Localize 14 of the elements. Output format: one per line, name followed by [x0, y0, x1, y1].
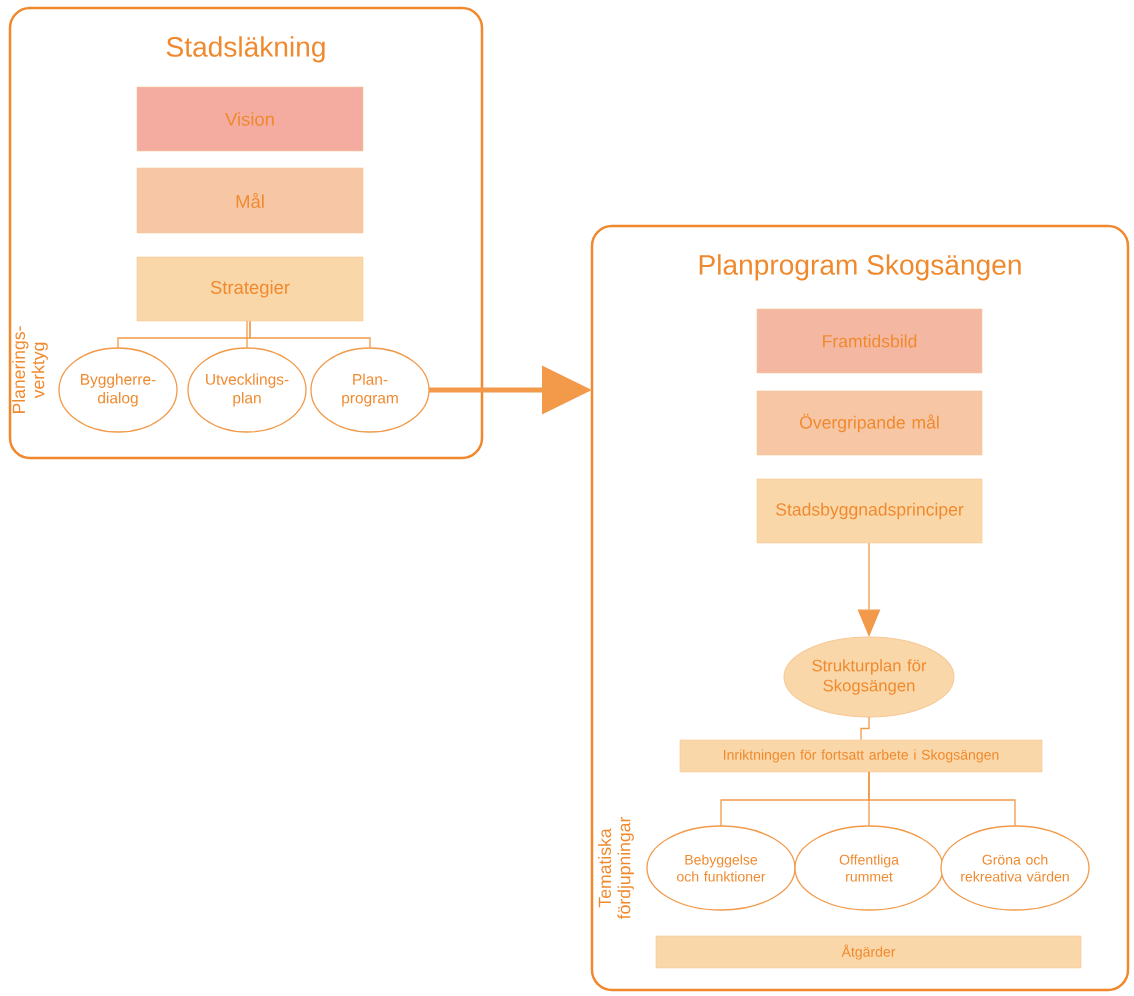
connector — [868, 771, 1016, 827]
connector — [860, 716, 870, 741]
text-box: Vision — [136, 86, 364, 152]
text-box: Övergripande mål — [756, 390, 983, 456]
text-box: Strategier — [136, 256, 364, 322]
text-box: Stadsbyggnadsprinciper — [756, 478, 983, 544]
text-box: Åtgärder — [655, 935, 1082, 969]
connector — [246, 320, 248, 349]
text-box: Mål — [136, 167, 364, 234]
connector — [249, 320, 371, 349]
text-box: Framtidsbild — [756, 308, 983, 374]
side-label: Planerings- verktyg — [12, 326, 48, 413]
side-label: Tematiska fördjupningar — [598, 817, 634, 920]
text-box: Inriktningen för fortsatt arbete i Skogsängen — [679, 739, 1043, 773]
